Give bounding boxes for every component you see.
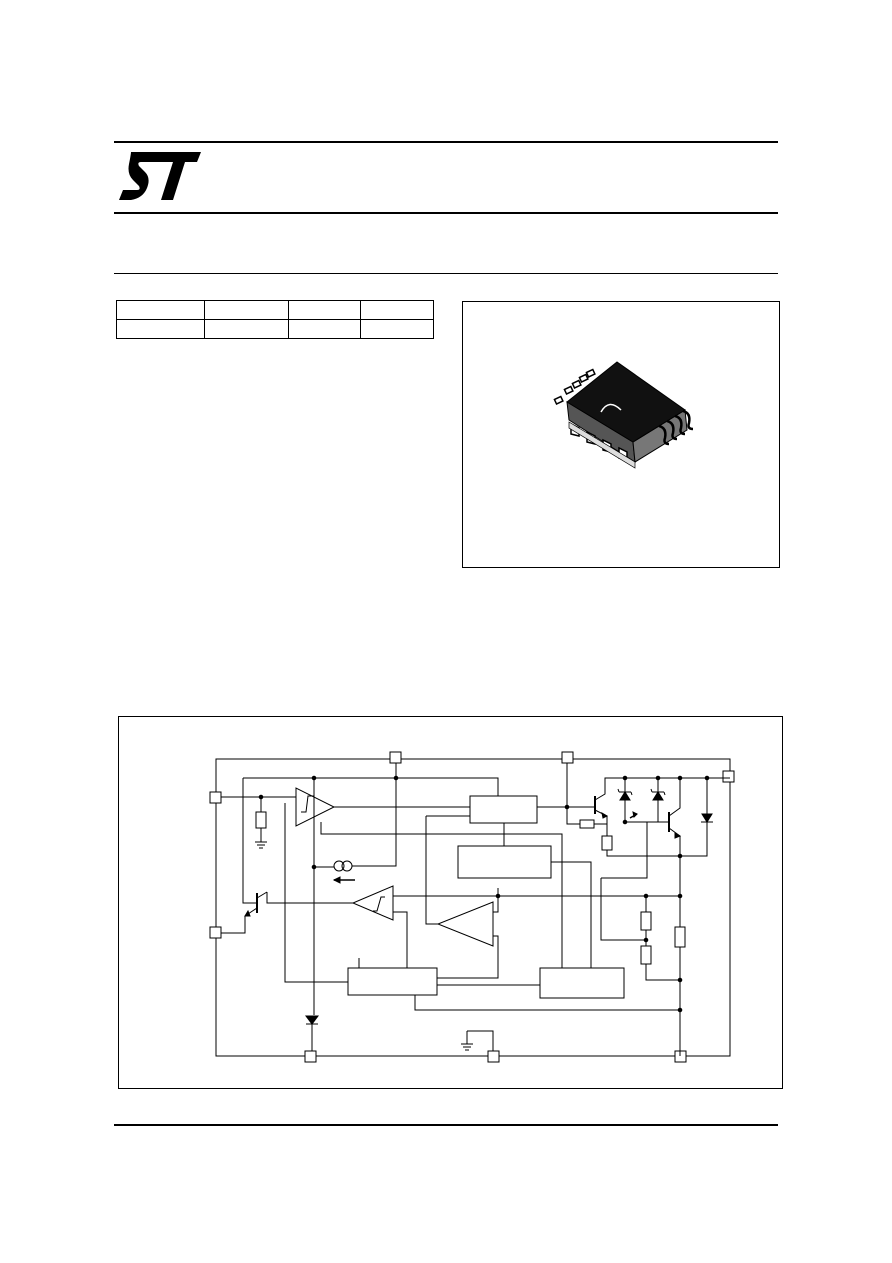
ic-package-icon <box>553 361 694 469</box>
table-cell <box>204 300 289 320</box>
block-diagram-icon <box>209 751 735 1063</box>
footer-rule <box>114 1124 778 1126</box>
header-bottom-rule <box>114 212 778 214</box>
spec-table <box>116 300 434 339</box>
table-cell <box>288 319 361 339</box>
table-row <box>116 319 434 339</box>
table-row <box>116 300 434 320</box>
header-top-rule <box>114 141 778 143</box>
title-rule <box>114 273 778 274</box>
table-cell <box>116 319 205 339</box>
table-cell <box>116 300 205 320</box>
block-diagram <box>118 716 783 1089</box>
table-cell <box>360 319 434 339</box>
table-cell <box>204 319 289 339</box>
table-cell <box>288 300 361 320</box>
st-logo-icon <box>117 148 203 204</box>
package-figure <box>462 301 780 568</box>
table-cell <box>360 300 434 320</box>
